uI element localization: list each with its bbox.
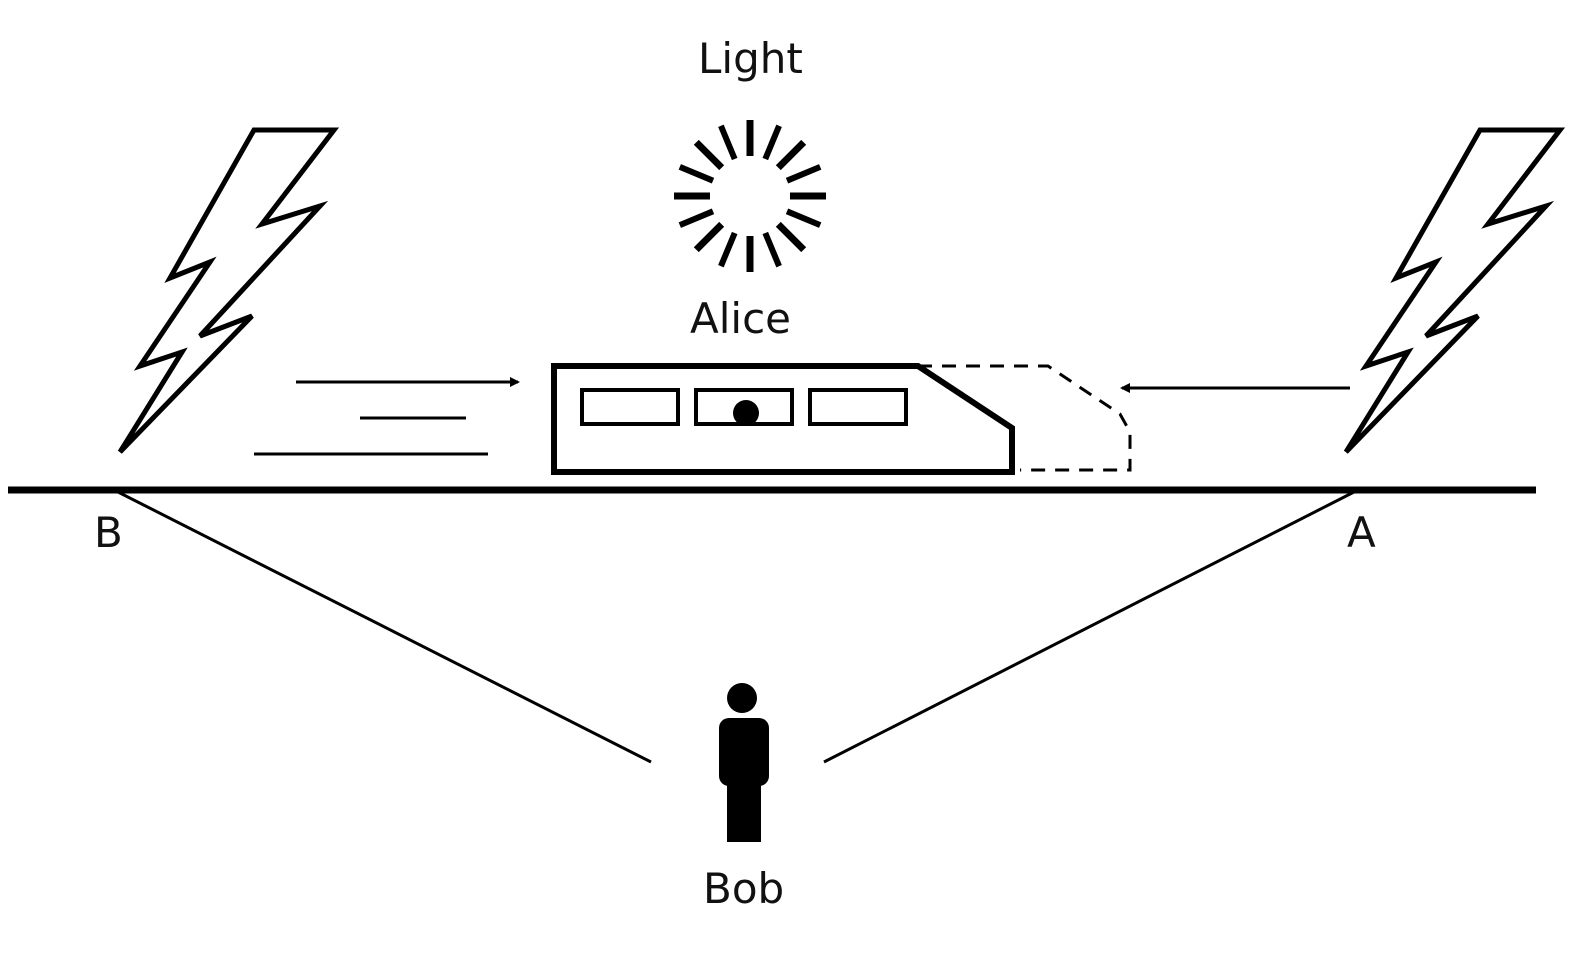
flash-ray (762, 231, 782, 268)
sight-line-b (117, 490, 652, 764)
flash-ray (775, 221, 807, 253)
flash-ray (678, 164, 715, 184)
train-icon (551, 363, 1015, 475)
flash-ray (775, 139, 807, 171)
flash-ray (678, 208, 715, 228)
flash-ray (693, 139, 725, 171)
train-window (580, 388, 680, 426)
person-icon (719, 683, 769, 842)
flash-ray (718, 231, 738, 268)
sight-line-a (823, 490, 1355, 764)
point-b-label: B (94, 508, 123, 557)
light-label: Light (698, 34, 803, 83)
person-head (727, 683, 757, 713)
lightning-bolt-icon (1343, 127, 1566, 454)
flash-ray (785, 208, 822, 228)
alice-marker (733, 400, 759, 426)
flash-ray (762, 124, 782, 161)
person-legs (727, 770, 761, 842)
alice-label: Alice (690, 294, 792, 343)
point-a-label: A (1347, 508, 1376, 557)
light-flash-icon (674, 120, 826, 272)
flash-ray (718, 124, 738, 161)
flash-ray (785, 164, 822, 184)
train-window (808, 388, 908, 426)
flash-ray (693, 221, 725, 253)
bob-label: Bob (703, 864, 785, 913)
lightning-bolt-icon (117, 127, 340, 454)
person-torso (719, 718, 769, 786)
train-future-outline (918, 364, 1132, 472)
